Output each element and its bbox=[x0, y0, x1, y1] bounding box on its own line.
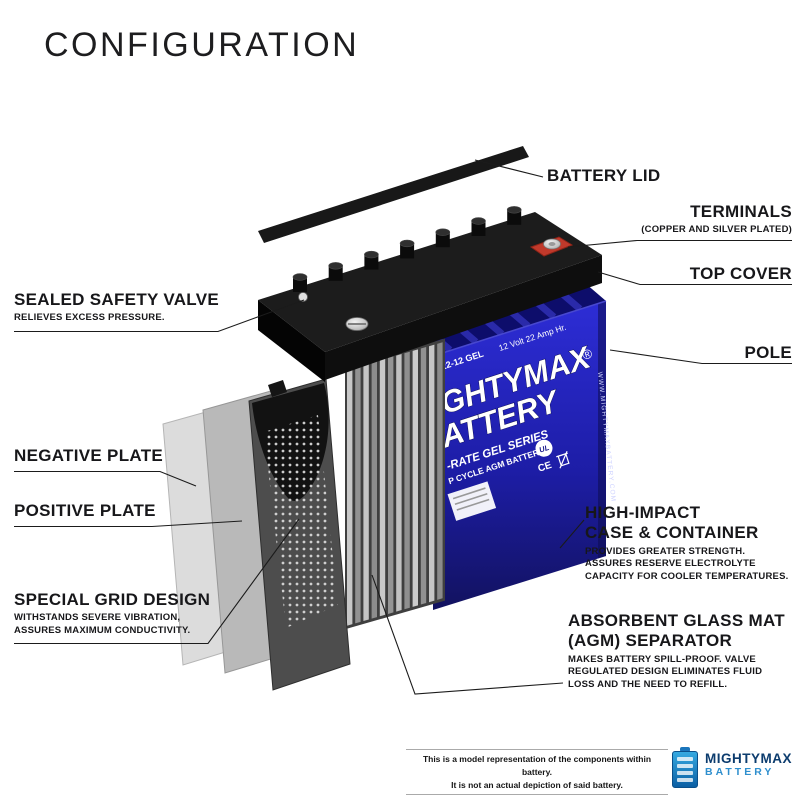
negative-plate-line bbox=[14, 470, 197, 487]
cover-screw-shape bbox=[345, 317, 369, 331]
spec-box bbox=[447, 481, 497, 521]
battery-lid-shape bbox=[258, 146, 529, 243]
callout-lines bbox=[14, 159, 792, 695]
callout-positive-plate: POSITIVE PLATE bbox=[14, 501, 156, 520]
battery-logo-icon bbox=[672, 747, 698, 788]
ul-icon: UL bbox=[538, 443, 551, 455]
callout-battery-lid: BATTERY LID bbox=[547, 166, 661, 185]
callout-special-grid-design: SPECIAL GRID DESIGN WITHSTANDS SEVERE VI… bbox=[14, 590, 211, 636]
callout-sealed-safety-valve: SEALED SAFETY VALVE RELIEVES EXCESS PRES… bbox=[14, 290, 220, 324]
logo-text: MIGHTYMAX BATTERY bbox=[705, 750, 792, 779]
high-impact-line bbox=[559, 519, 585, 549]
crossed-bin-icon bbox=[556, 451, 570, 469]
battery-lid-line bbox=[474, 159, 544, 178]
terminals-line bbox=[567, 239, 792, 248]
mightymax-logo: MIGHTYMAX BATTERY bbox=[672, 747, 792, 788]
agm-separator-line bbox=[371, 574, 564, 695]
battery-case-shape: L22-12 GEL 12 Volt 22 Amp Hr. GHTYMAX AT… bbox=[412, 283, 617, 610]
top-cover-line bbox=[597, 271, 792, 286]
special-grid-plate-shape bbox=[248, 378, 351, 691]
callout-terminals: TERMINALS (COPPER AND SILVER PLATED) bbox=[641, 202, 792, 236]
special-grid-line bbox=[14, 518, 300, 645]
agm-separator-fins-shape bbox=[345, 338, 445, 630]
safety-valve-line bbox=[14, 299, 305, 333]
positive-plate-line bbox=[14, 520, 243, 528]
callout-pole: POLE bbox=[744, 343, 792, 362]
red-terminal-shape bbox=[529, 236, 574, 257]
ce-icon: CE bbox=[537, 460, 554, 475]
callout-high-impact-case: HIGH-IMPACT CASE & CONTAINER PROVIDES GR… bbox=[585, 503, 789, 582]
callout-top-cover: TOP COVER bbox=[689, 264, 792, 283]
callout-agm-separator: ABSORBENT GLASS MAT (AGM) SEPARATOR MAKE… bbox=[568, 611, 785, 690]
terminal-posts bbox=[292, 206, 522, 292]
plate-tab-shape bbox=[268, 380, 287, 397]
page-title: CONFIGURATION bbox=[44, 26, 360, 64]
callout-negative-plate: NEGATIVE PLATE bbox=[14, 446, 164, 465]
safety-valve-shape bbox=[298, 292, 308, 302]
top-cover-shape bbox=[258, 206, 602, 382]
pole-line bbox=[609, 349, 792, 365]
certification-badges: UL CE bbox=[535, 439, 570, 475]
footer-disclaimer: This is a model representation of the co… bbox=[406, 749, 668, 796]
